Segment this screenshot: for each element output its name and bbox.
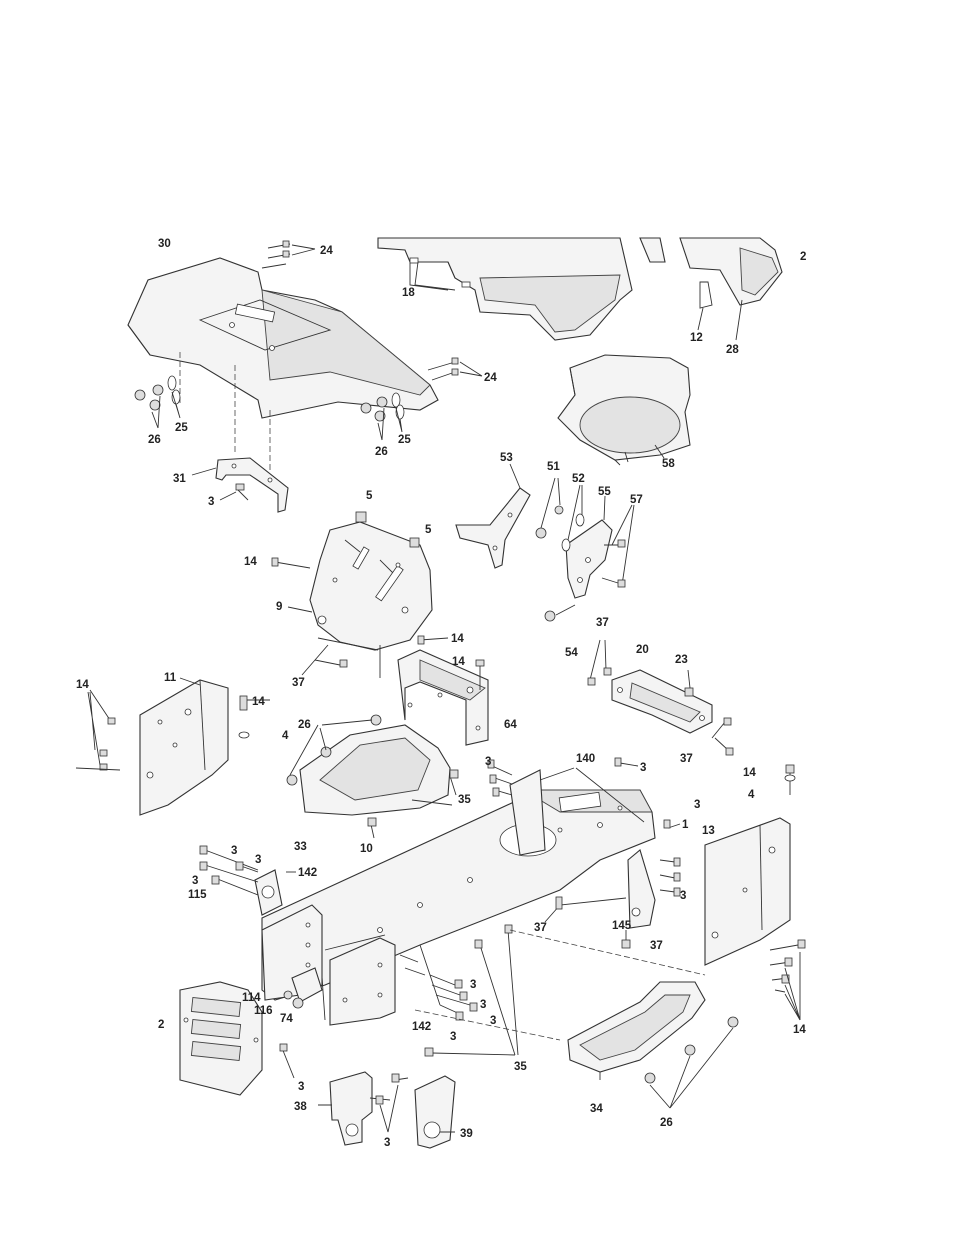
bolt-group-24-top bbox=[262, 241, 315, 268]
callout-35: 35 bbox=[514, 1061, 527, 1073]
callout-30: 30 bbox=[158, 238, 171, 250]
callout-3: 3 bbox=[640, 762, 646, 774]
nuts-25-26-left bbox=[135, 376, 180, 428]
callout-26: 26 bbox=[375, 446, 388, 458]
callout-3: 3 bbox=[490, 1015, 496, 1027]
callout-34: 34 bbox=[590, 1103, 603, 1115]
bracket-38 bbox=[330, 1072, 372, 1145]
footrest-34 bbox=[568, 982, 705, 1072]
callout-26: 26 bbox=[660, 1117, 673, 1129]
callout-2: 2 bbox=[158, 1019, 164, 1031]
callout-142: 142 bbox=[412, 1021, 431, 1033]
callout-37: 37 bbox=[680, 753, 693, 765]
seat-pan-58 bbox=[558, 355, 690, 465]
callout-3: 3 bbox=[694, 799, 700, 811]
bracket-53 bbox=[456, 488, 530, 568]
callout-24: 24 bbox=[320, 245, 333, 257]
callout-10: 10 bbox=[360, 843, 373, 855]
callout-3: 3 bbox=[485, 756, 491, 768]
callout-58: 58 bbox=[662, 458, 675, 470]
callout-14: 14 bbox=[451, 633, 464, 645]
callout-64: 64 bbox=[504, 719, 517, 731]
callout-37: 37 bbox=[534, 922, 547, 934]
callout-33: 33 bbox=[294, 841, 307, 853]
bolt-group-24-right bbox=[428, 358, 482, 380]
callout-142: 142 bbox=[298, 867, 317, 879]
callout-14: 14 bbox=[244, 556, 257, 568]
callout-37: 37 bbox=[596, 617, 609, 629]
bracket-31 bbox=[216, 458, 288, 512]
callout-114: 114 bbox=[242, 992, 261, 1004]
callout-37: 37 bbox=[292, 677, 305, 689]
callout-39: 39 bbox=[460, 1128, 473, 1140]
callout-35: 35 bbox=[458, 794, 471, 806]
callout-3: 3 bbox=[255, 854, 261, 866]
callout-140: 140 bbox=[576, 753, 595, 765]
callout-1: 1 bbox=[682, 819, 689, 831]
callout-52: 52 bbox=[572, 473, 585, 485]
callout-18: 18 bbox=[402, 287, 415, 299]
callout-9: 9 bbox=[276, 601, 282, 613]
callout-26: 26 bbox=[298, 719, 311, 731]
callout-11: 11 bbox=[164, 672, 177, 684]
bracket-142-upper bbox=[255, 870, 282, 915]
callout-20: 20 bbox=[636, 644, 649, 656]
callout-55: 55 bbox=[598, 486, 611, 498]
callout-25: 25 bbox=[175, 422, 188, 434]
callout-3: 3 bbox=[192, 875, 198, 887]
callout-14: 14 bbox=[76, 679, 89, 691]
callout-74: 74 bbox=[280, 1013, 293, 1025]
callout-5: 5 bbox=[425, 524, 432, 536]
callout-38: 38 bbox=[294, 1101, 307, 1113]
callout-24: 24 bbox=[484, 372, 497, 384]
callout-54: 54 bbox=[565, 647, 578, 659]
callout-12: 12 bbox=[690, 332, 703, 344]
callout-14: 14 bbox=[793, 1024, 806, 1036]
callout-3: 3 bbox=[470, 979, 476, 991]
callout-3: 3 bbox=[480, 999, 486, 1011]
callout-57: 57 bbox=[630, 494, 643, 506]
callout-4: 4 bbox=[748, 789, 755, 801]
callout-2: 2 bbox=[800, 251, 806, 263]
callout-23: 23 bbox=[675, 654, 688, 666]
callout-14: 14 bbox=[452, 656, 465, 668]
callout-25: 25 bbox=[398, 434, 411, 446]
callout-3: 3 bbox=[298, 1081, 304, 1093]
dash-panel-2 bbox=[378, 238, 782, 340]
callout-28: 28 bbox=[726, 344, 739, 356]
callout-5: 5 bbox=[366, 490, 373, 502]
callout-115: 115 bbox=[188, 889, 207, 901]
callout-13: 13 bbox=[702, 825, 715, 837]
plate-55 bbox=[566, 520, 612, 598]
panel-11 bbox=[140, 680, 228, 815]
callout-14: 14 bbox=[252, 696, 265, 708]
bracket-39 bbox=[415, 1076, 455, 1148]
callout-37: 37 bbox=[650, 940, 663, 952]
callout-3: 3 bbox=[680, 890, 686, 902]
callout-116: 116 bbox=[254, 1005, 273, 1017]
callout-31: 31 bbox=[173, 473, 186, 485]
callout-51: 51 bbox=[547, 461, 560, 473]
callout-14: 14 bbox=[743, 767, 756, 779]
callout-53: 53 bbox=[500, 452, 513, 464]
callout-3: 3 bbox=[450, 1031, 456, 1043]
callout-145: 145 bbox=[612, 920, 632, 932]
callout-3: 3 bbox=[384, 1137, 390, 1149]
bracket-20 bbox=[612, 670, 712, 733]
callout-3: 3 bbox=[231, 845, 237, 857]
callout-3: 3 bbox=[208, 496, 214, 508]
callout-26: 26 bbox=[148, 434, 161, 446]
panel-13 bbox=[705, 818, 790, 965]
callout-4: 4 bbox=[282, 730, 289, 742]
